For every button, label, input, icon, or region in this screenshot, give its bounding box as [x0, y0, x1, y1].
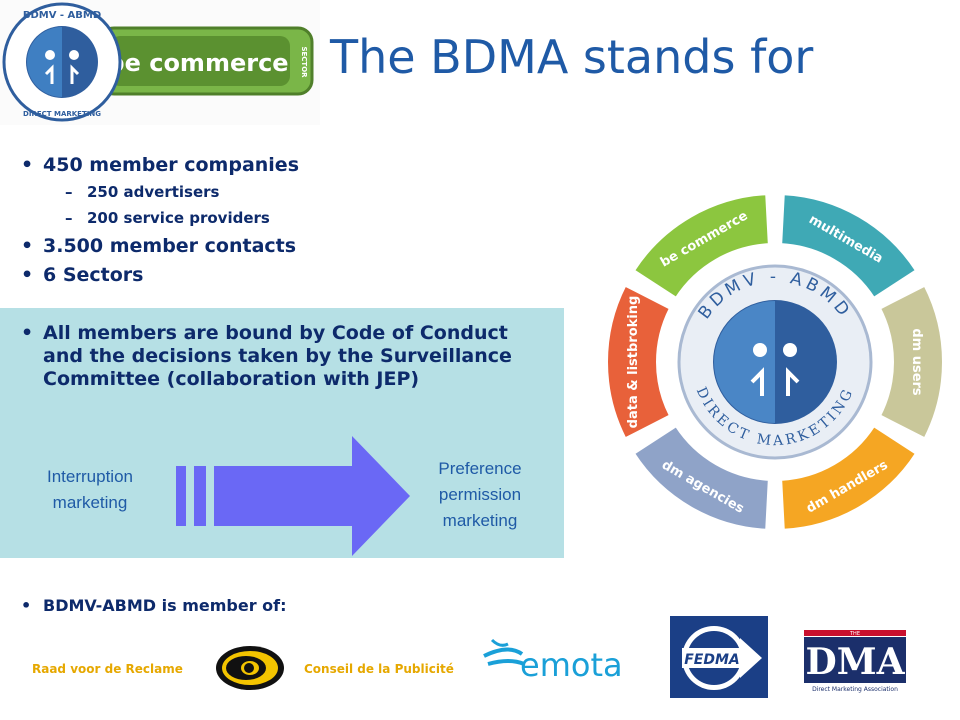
marketing-shift-arrow	[176, 436, 410, 556]
preference-permission-marketing-label: Preference permission marketing	[438, 459, 522, 530]
sub-bullet-service-providers: – 200 service providers	[65, 209, 270, 227]
raad-conseil-logo: Raad voor de Reclame Conseil de la Publi…	[32, 646, 454, 690]
wheel-segment-dm-handlers	[780, 424, 918, 531]
arrow-head	[214, 436, 410, 556]
wheel-segment-label: data & listbroking	[626, 296, 641, 429]
the-dma-logo: THE DMA Direct Marketing Association	[804, 630, 906, 694]
member-of-heading: • BDMV-ABMD is member of:	[21, 596, 287, 615]
emota-logo: emota	[483, 638, 623, 684]
wheel-segment-multimedia	[780, 193, 918, 300]
arrow-bar-1	[176, 466, 186, 526]
bullet-sectors: • 6 Sectors	[21, 264, 144, 286]
slide-title: The BDMA stands for	[330, 30, 814, 84]
emota-text: emota	[520, 646, 623, 684]
code-of-conduct-text: • All members are bound by Code of Condu…	[21, 322, 512, 390]
fedma-logo: FEDMA	[670, 616, 768, 698]
logo-ring-top: BDMV - ABMD	[23, 10, 101, 21]
wheel-segment-label: dm users	[909, 328, 924, 396]
sub-bullet-advertisers: – 250 advertisers	[65, 183, 220, 201]
dma-sub-text: Direct Marketing Association	[812, 686, 898, 693]
conseil-text: Conseil de la Publicité	[304, 662, 454, 676]
wheel-segment-be-commerce	[632, 193, 770, 300]
wheel-segment-dm-users	[878, 284, 944, 440]
bullet-member-companies: • 450 member companies	[21, 154, 299, 176]
bullet-dot: •	[21, 154, 34, 176]
arrow-bar-2	[194, 466, 206, 526]
interruption-marketing-label: Interruption marketing	[47, 467, 133, 512]
bullet-member-contacts: • 3.500 member contacts	[21, 235, 297, 257]
logo-badge-tag: SECTOR	[300, 46, 308, 78]
logo-ring-bottom: DIRECT MARKETING	[23, 110, 101, 118]
dma-text: DMA	[806, 641, 906, 683]
fedma-text: FEDMA	[684, 652, 740, 668]
wheel-segment-dm-agencies	[632, 424, 770, 531]
raad-text: Raad voor de Reclame	[32, 662, 183, 676]
wheel-segment-data-listbroking	[606, 284, 672, 440]
logo-badge-text: be commerce	[107, 49, 288, 77]
dma-the-text: THE	[849, 631, 860, 637]
bdmv-be-commerce-logo: be commerce SECTOR BDMV - ABMD DIRECT MA…	[0, 0, 320, 125]
